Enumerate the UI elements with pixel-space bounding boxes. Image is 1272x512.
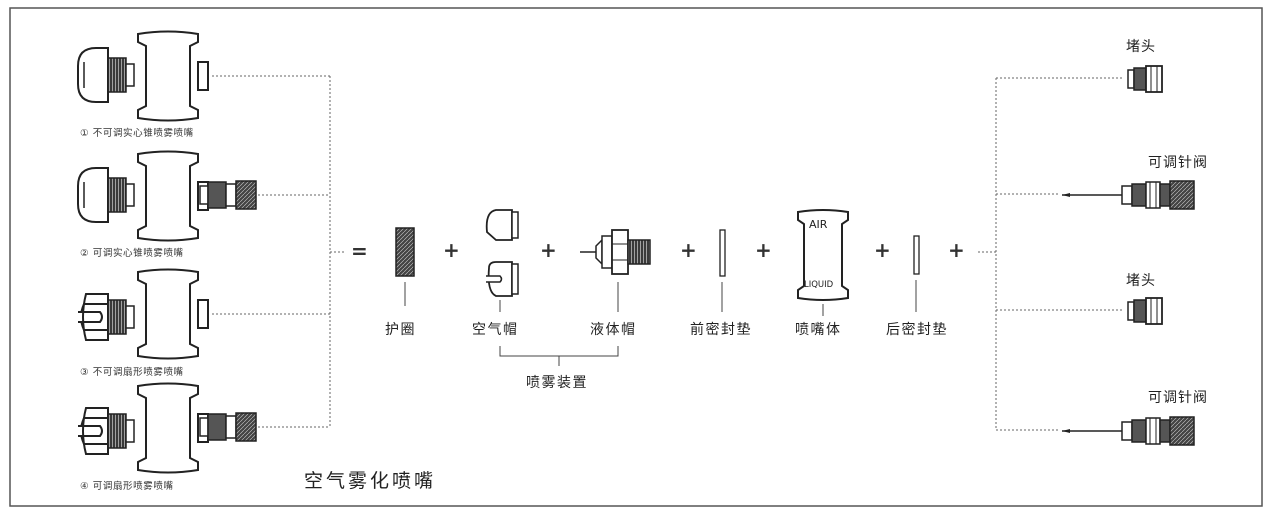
variant-caption-4: ④ 可调扇形喷雾喷嘴 (80, 478, 174, 492)
label-rear-gasket: 后密封垫 (886, 322, 948, 338)
spray-setup-bracket (499, 346, 619, 366)
variant-caption-2: ② 可调实心锥喷雾喷嘴 (80, 245, 184, 259)
nozzle-variant-3 (77, 268, 209, 360)
label-retaining-ring: 护圈 (385, 322, 416, 338)
fluid-cap-icon (580, 229, 651, 312)
left-connector-lines (212, 75, 344, 428)
variant-caption-3: ③ 不可调扇形喷雾喷嘴 (80, 364, 184, 378)
variant-num-1: ① (80, 128, 90, 139)
label-front-gasket: 前密封垫 (690, 322, 752, 338)
nozzle-variant-4 (77, 382, 257, 474)
nozzle-variant-2 (77, 150, 257, 242)
nozzle-body-liquid-label: LIQUID (804, 280, 834, 290)
label-needle-valve-2: 可调针阀 (1148, 390, 1208, 406)
nozzle-body-air-label: AIR (809, 218, 828, 231)
outer-border (9, 7, 1263, 507)
variant-text-2: 可调实心锥喷雾喷嘴 (92, 248, 184, 259)
variant-num-3: ③ (80, 367, 90, 378)
nozzle-variant-1 (77, 30, 209, 122)
front-gasket-icon (719, 229, 726, 312)
label-spray-setup: 喷雾装置 (526, 375, 588, 391)
needle-valve-icon-1 (1061, 180, 1195, 210)
plus-symbol-5: + (874, 238, 891, 262)
label-fluid-cap: 液体帽 (590, 322, 637, 338)
diagram-title: 空气雾化喷嘴 (304, 470, 437, 492)
plug-icon-1 (1127, 65, 1163, 93)
label-air-cap: 空气帽 (472, 322, 519, 338)
label-nozzle-body: 喷嘴体 (795, 322, 842, 338)
plus-symbol-6: + (948, 238, 965, 262)
right-connector-lines (978, 77, 1124, 431)
plug-icon-2 (1127, 297, 1163, 325)
label-plug-2: 堵头 (1126, 273, 1156, 289)
air-cap-icon (485, 209, 519, 312)
variant-text-3: 不可调扇形喷雾喷嘴 (92, 367, 184, 378)
variant-num-4: ④ (80, 481, 90, 492)
plus-symbol-3: + (680, 238, 697, 262)
variant-num-2: ② (80, 248, 90, 259)
needle-valve-icon-2 (1061, 416, 1195, 446)
plus-symbol-1: + (443, 238, 460, 262)
nozzle-body-icon (797, 209, 849, 316)
variant-text-4: 可调扇形喷雾喷嘴 (92, 481, 174, 492)
variant-text-1: 不可调实心锥喷雾喷嘴 (92, 128, 194, 139)
equals-symbol: = (351, 239, 368, 263)
label-plug-1: 堵头 (1126, 39, 1156, 55)
retaining-ring-icon (395, 227, 415, 306)
plus-symbol-4: + (755, 238, 772, 262)
rear-gasket-icon (913, 235, 920, 312)
label-needle-valve-1: 可调针阀 (1148, 155, 1208, 171)
variant-caption-1: ① 不可调实心锥喷雾喷嘴 (80, 125, 194, 139)
plus-symbol-2: + (540, 238, 557, 262)
